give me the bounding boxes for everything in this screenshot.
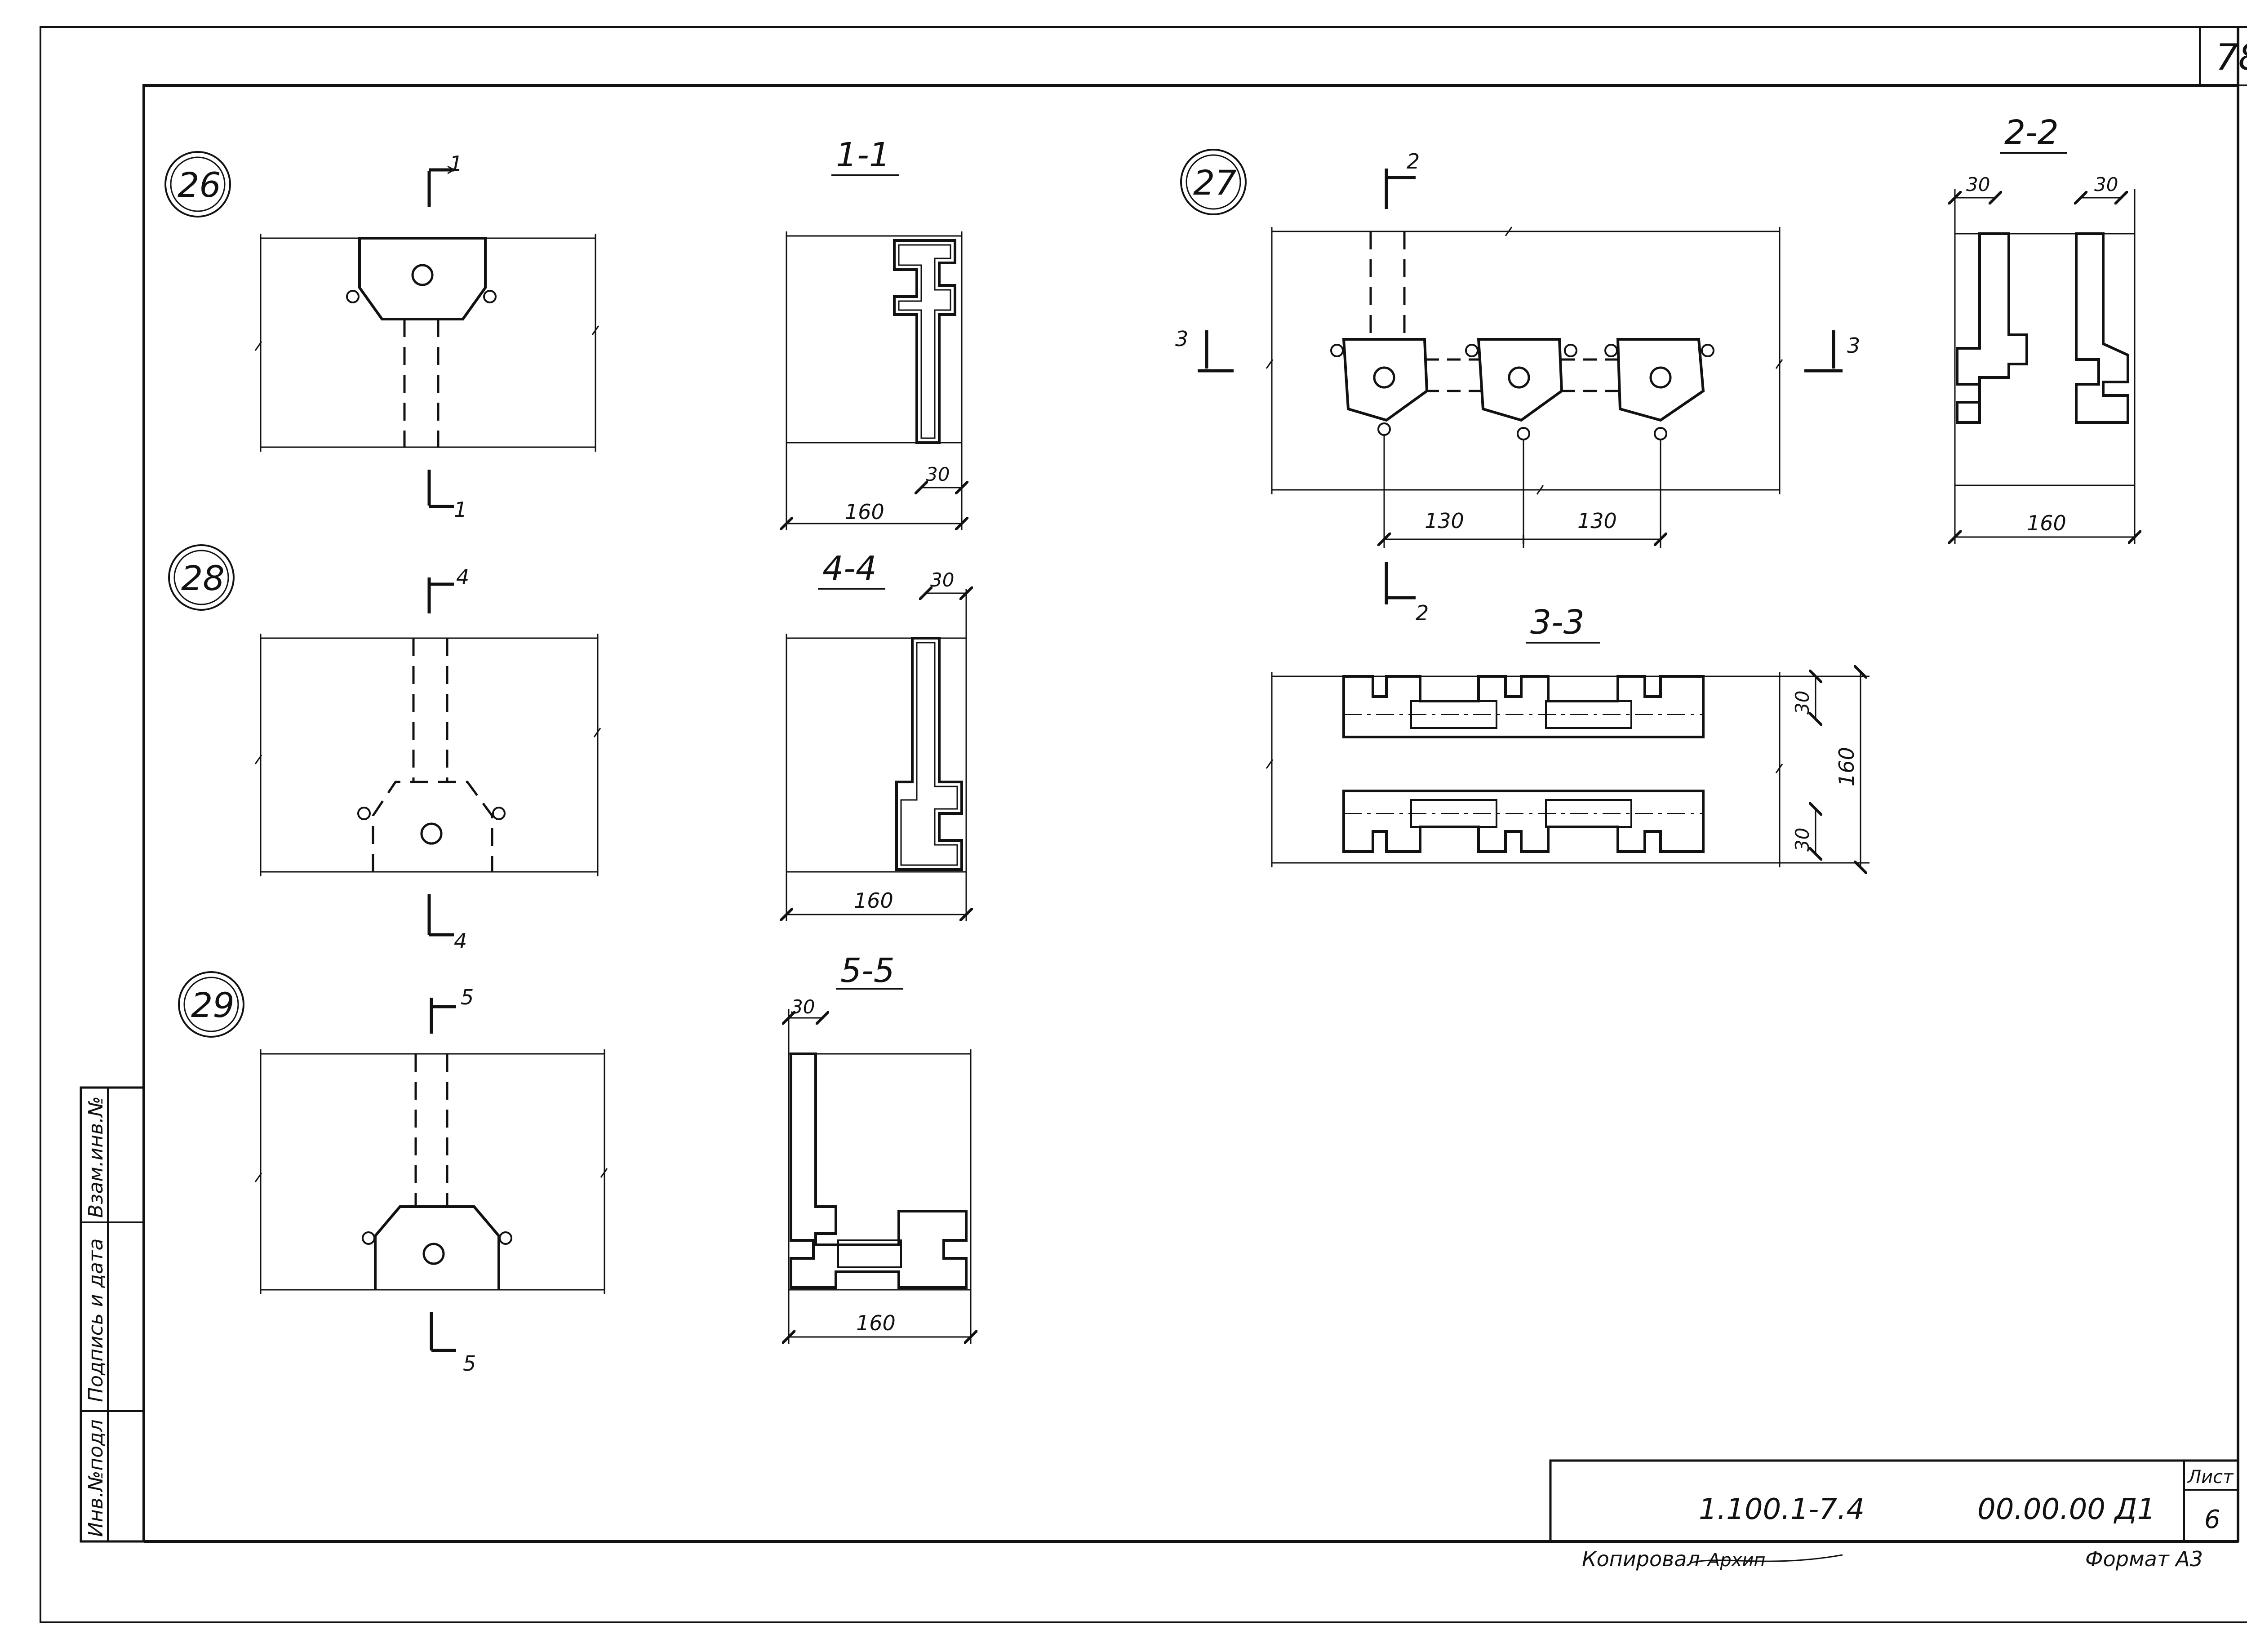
cut-4-bottom: 4 <box>454 929 467 953</box>
cut-1-bottom: 1 <box>454 497 467 522</box>
node-26-number: 26 <box>178 165 221 205</box>
title-block: 1.100.1-7.4 00.00.00 Д1 Лист 6 <box>1549 1459 2239 1543</box>
node-26-plan: 1 1 <box>254 151 599 522</box>
node-27-number: 27 <box>1193 163 1237 203</box>
outer-border <box>40 26 2247 1623</box>
cut-5-bottom: 5 <box>463 1351 476 1376</box>
page-number: 78 <box>2216 36 2247 78</box>
stamp-inv-podl: Инв.№подл <box>84 1419 107 1537</box>
list-label: Лист <box>2187 1467 2234 1488</box>
node-29-number: 29 <box>191 985 235 1025</box>
side-stamp: Взам.инв.№ Подпись и дата Инв.№подл <box>80 1086 145 1543</box>
stamp-signature-date: Подпись и дата <box>84 1239 107 1402</box>
s44-width-dim: 160 <box>854 888 893 913</box>
node-28-number: 28 <box>181 558 225 598</box>
pitch-130-left: 130 <box>1425 509 1464 533</box>
list-number: 6 <box>2204 1505 2220 1534</box>
cut-1-top: 1 <box>449 151 462 176</box>
pitch-130-right: 130 <box>1577 509 1617 533</box>
section-2-2-title: 2-2 <box>2004 113 2059 152</box>
section-5-5: 5-5 160 30 <box>789 951 971 1344</box>
node-29-plan: 5 5 <box>254 985 608 1376</box>
s22-thick-dim-right: 30 <box>2094 173 2118 195</box>
section-3-3-title: 3-3 <box>1530 603 1585 642</box>
s44-thick-dim: 30 <box>930 569 954 591</box>
section-1-1-title: 1-1 <box>836 136 890 174</box>
stamp-vzam-inv: Взам.инв.№ <box>84 1096 107 1218</box>
node-28-plan: 4 4 <box>254 565 601 953</box>
section-1-1: 1-1 160 30 <box>786 136 962 530</box>
drawing-code: 00.00.00 Д1 <box>1977 1493 2155 1526</box>
section-5-5-title: 5-5 <box>840 951 895 990</box>
node-27-plan: 130 130 2 2 3 3 <box>1175 149 1860 625</box>
inner-frame <box>142 27 2239 1543</box>
node-28-label: 28 <box>168 544 235 611</box>
node-29-label: 29 <box>178 971 244 1038</box>
format-label: Формат А3 <box>2085 1547 2203 1571</box>
s33-thick-dim-top: 30 <box>1791 691 1813 715</box>
s22-thick-dim-left: 30 <box>1966 173 1990 195</box>
copied-label: Копировал <box>1582 1547 1700 1571</box>
section-3-3: 3-3 30 30 160 <box>1266 603 1870 867</box>
s55-thick-dim: 30 <box>791 996 815 1018</box>
designation: 1.100.1-7.4 <box>1699 1493 1865 1526</box>
node-26-label: 26 <box>164 151 231 218</box>
cut-3-left: 3 <box>1175 327 1188 351</box>
s55-width-dim: 160 <box>856 1311 896 1335</box>
cut-3-right: 3 <box>1847 333 1860 358</box>
s22-width-dim: 160 <box>2027 511 2066 535</box>
node-27-label: 27 <box>1180 149 1247 215</box>
section-4-4: 4-4 160 30 <box>786 549 966 921</box>
s11-thick-dim: 30 <box>926 463 950 485</box>
cut-2-top: 2 <box>1407 149 1420 173</box>
copied-line: Копировал Архип Формат А3 <box>1582 1547 2203 1571</box>
cut-4-top: 4 <box>456 565 469 589</box>
cut-5-top: 5 <box>461 985 474 1009</box>
section-2-2: 2-2 160 30 30 <box>1955 113 2135 544</box>
cut-2-bottom: 2 <box>1416 601 1429 625</box>
page-number-box: 78 <box>2199 26 2247 86</box>
s33-thick-dim-bottom: 30 <box>1791 828 1813 852</box>
section-4-4-title: 4-4 <box>822 549 877 588</box>
s11-width-dim: 160 <box>845 500 884 524</box>
s33-height-dim: 160 <box>1834 747 1859 786</box>
